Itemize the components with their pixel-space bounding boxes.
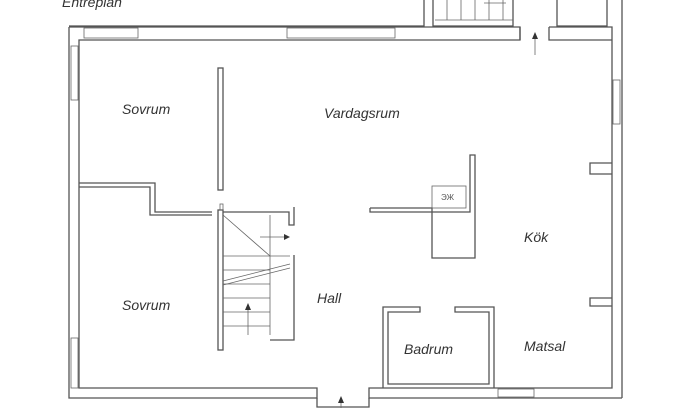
exterior-walls (68, 26, 622, 408)
upper-walls (69, 0, 623, 398)
entry-arrows (338, 32, 538, 408)
plan-title: Entreplan (62, 0, 122, 10)
fireplace-icon: ЭЖ (441, 193, 455, 202)
room-label-vardagsrum: Vardagsrum (324, 105, 400, 121)
arrow-up-icon (245, 303, 251, 310)
staircase (222, 214, 291, 335)
room-label-matsal: Matsal (524, 338, 566, 354)
room-label-hall: Hall (317, 290, 342, 306)
room-label-sovrum-top: Sovrum (122, 101, 171, 117)
room-label-badrum: Badrum (404, 341, 453, 357)
room-label-kok: Kök (524, 229, 549, 245)
stair-upper (435, 0, 513, 21)
interior-walls: ЭЖ (79, 67, 612, 388)
room-label-sovrum-bottom: Sovrum (122, 297, 171, 313)
arrow-right-icon (284, 234, 290, 240)
windows (70, 27, 621, 398)
